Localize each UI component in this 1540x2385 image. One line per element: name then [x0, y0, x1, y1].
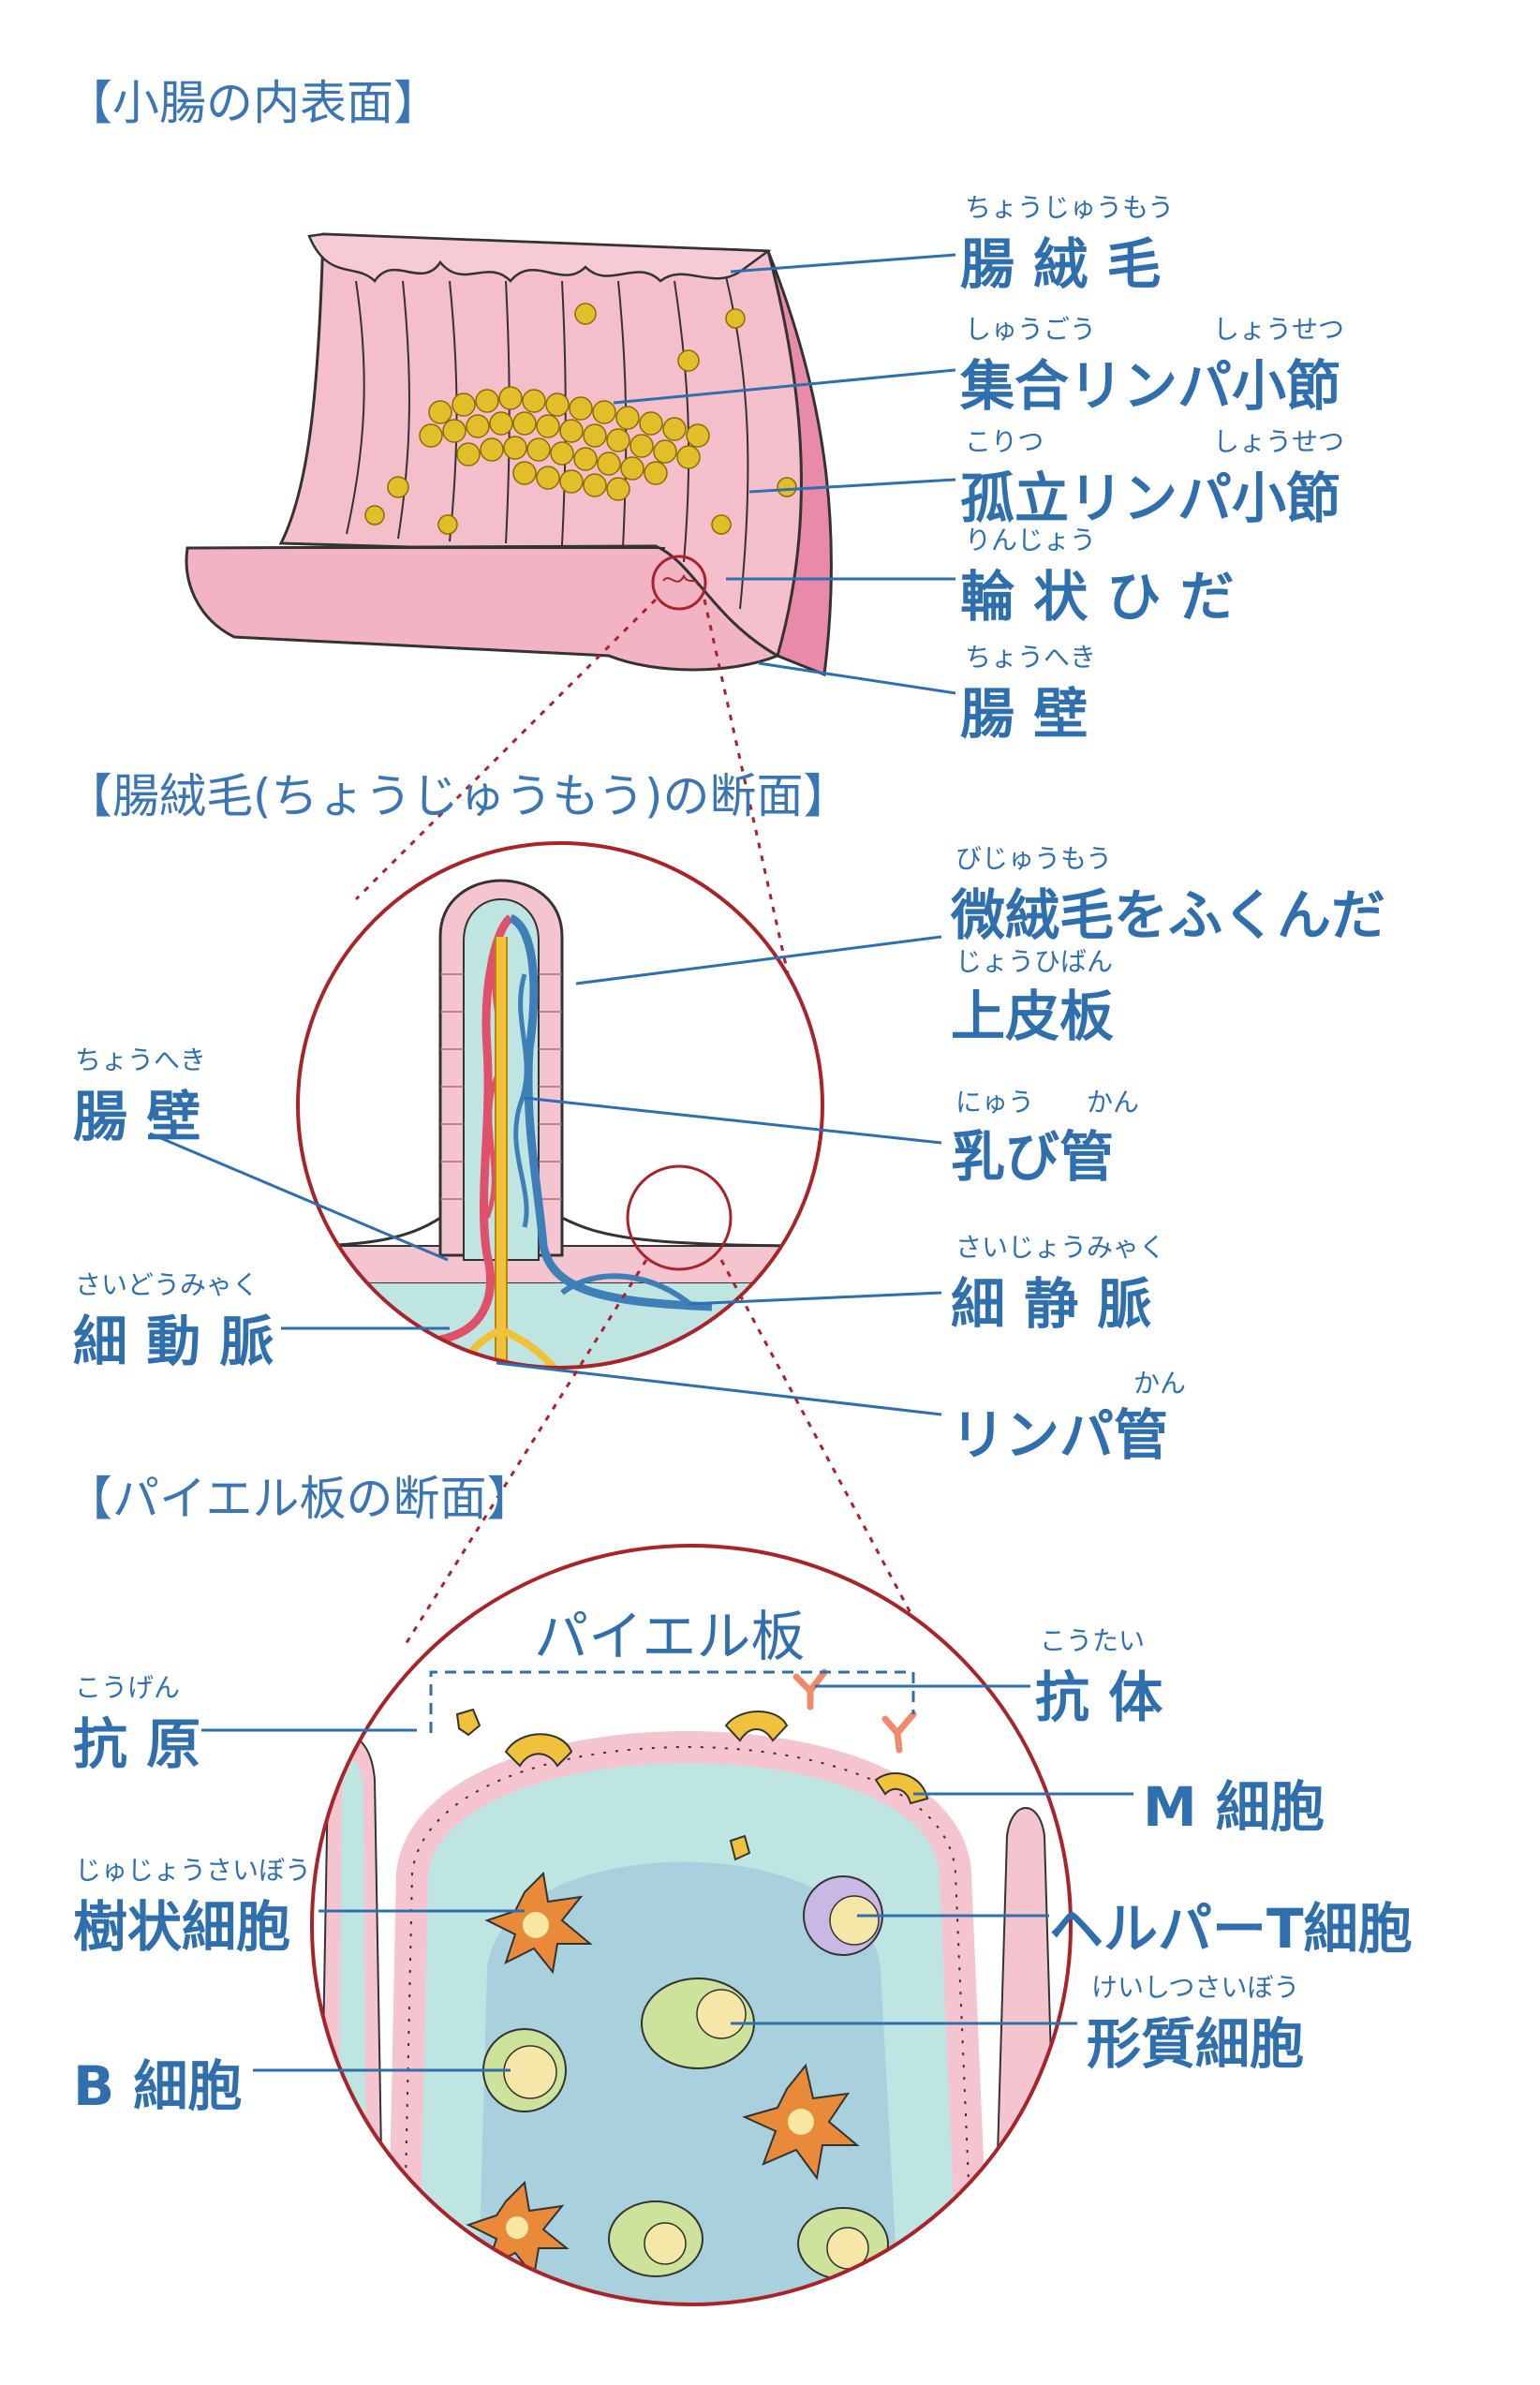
- ruby-lacteal-2: かん: [1087, 1087, 1140, 1118]
- ruby-arteriole: さいどうみゃく: [75, 1269, 259, 1300]
- label-dendritic-cell: 樹状細胞: [73, 1895, 291, 1959]
- ruby-intestinal-wall: ちょうへき: [965, 642, 1097, 673]
- zoom-connector-1: [354, 598, 798, 1013]
- label-intestinal-wall: 腸 壁: [960, 682, 1088, 746]
- ruby-epithelium: じょうひばん: [955, 946, 1114, 977]
- ruby-antibody: こうたい: [1040, 1625, 1146, 1656]
- ruby-plasma-cell: けいしつさいぼう: [1091, 1972, 1300, 2003]
- label-m-cell: M 細胞: [1143, 1775, 1325, 1839]
- label-helper-t-cell: ヘルパーT細胞: [1049, 1897, 1413, 1961]
- ruby-aggregated-2: しょうせつ: [1213, 314, 1345, 345]
- section-title-villus-cross-section: 【腸絨毛(ちょうじゅうもう)の断面】: [66, 769, 851, 823]
- section-title-intestine-interior: 【小腸の内表面】: [66, 76, 440, 130]
- ruby-lymph-vessel: かん: [1133, 1368, 1187, 1399]
- ruby-villi: ちょうじゅうもう: [965, 192, 1175, 223]
- label-arteriole: 細 動 脈: [73, 1310, 274, 1373]
- ruby-microvilli: びじゅうもう: [955, 843, 1113, 874]
- label-circular-folds: 輪 状 ひ だ: [960, 565, 1235, 629]
- s1-leader-lines: [613, 253, 956, 695]
- ruby-dendritic-cell: じゅじょうさいぼう: [75, 1855, 312, 1886]
- ruby-solitary-1: こりつ: [965, 426, 1044, 457]
- label-lacteal: 乳び管: [951, 1125, 1115, 1189]
- ruby-antigen: こうげん: [75, 1672, 181, 1703]
- label-peyer-patch: パイエル板: [534, 1605, 806, 1668]
- ruby-venule: さいじょうみゃく: [955, 1232, 1166, 1263]
- label-venule: 細 静 脈: [951, 1272, 1152, 1336]
- s3-leader-lines: [201, 1684, 1133, 2072]
- label-antibody: 抗 体: [1035, 1666, 1163, 1729]
- ruby-solitary-2: しょうせつ: [1213, 426, 1345, 457]
- intestine-wall-illustration: [185, 232, 833, 677]
- label-solitary-lymph-nodules: 孤立リンパ小節: [960, 467, 1341, 530]
- label-plasma-cell: 形質細胞: [1087, 2012, 1305, 2076]
- ruby-wall-2: ちょうへき: [75, 1044, 207, 1075]
- ruby-circular-folds: りんじょう: [965, 525, 1097, 556]
- s2-leader-lines: [149, 935, 942, 1416]
- section-title-peyer-patch-cross-section: 【パイエル板の断面】: [66, 1472, 534, 1526]
- label-wall-2: 腸 壁: [73, 1085, 201, 1148]
- ruby-aggregated-1: しゅうごう: [965, 314, 1097, 345]
- label-villi: 腸 絨 毛: [960, 232, 1162, 296]
- label-aggregated-lymph-nodules: 集合リンパ小節: [960, 354, 1341, 418]
- zoom-connector-2: [401, 1259, 967, 1715]
- label-epithelium-line1: 微絨毛をふくんだ: [951, 883, 1386, 947]
- label-lymph-vessel: リンパ管: [951, 1403, 1169, 1467]
- ruby-lacteal-1: にゅう: [955, 1087, 1035, 1118]
- label-b-cell: B 細胞: [73, 2054, 243, 2118]
- villus-section: [296, 841, 824, 1370]
- label-epithelium-line2: 上皮板: [951, 985, 1115, 1048]
- label-antigen: 抗 原: [73, 1712, 201, 1776]
